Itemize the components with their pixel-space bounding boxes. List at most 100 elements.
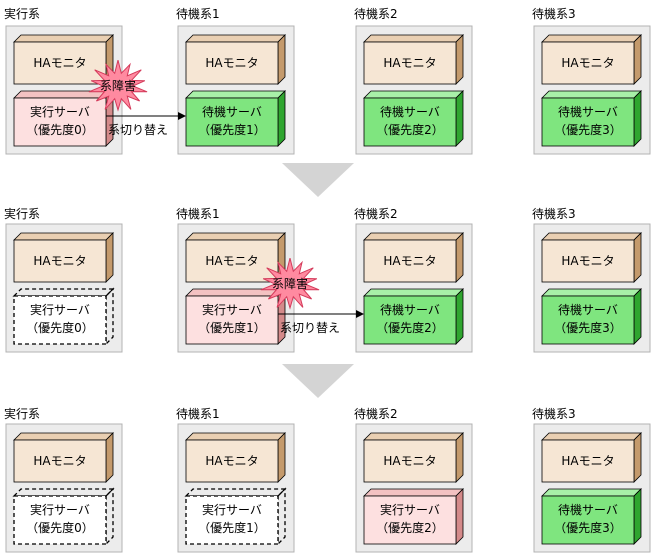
box-front	[541, 239, 635, 283]
ha-monitor-label: HAモニタ	[205, 254, 258, 268]
box-side	[277, 90, 286, 147]
standby-server-box	[185, 90, 286, 147]
box-side	[455, 34, 464, 85]
box-front	[185, 239, 279, 283]
ha-monitor-label: HAモニタ	[383, 254, 436, 268]
box-front	[185, 97, 279, 147]
box-side	[633, 488, 642, 545]
server-name: 待機サーバ	[558, 302, 618, 317]
server-priority: （優先度3）	[554, 520, 622, 535]
ha-monitor-label: HAモニタ	[33, 254, 86, 268]
box-front	[363, 97, 457, 147]
box-top	[185, 34, 286, 43]
box-side	[277, 487, 286, 546]
standby-server-box	[363, 90, 464, 147]
standby-server-box	[541, 90, 642, 147]
server-name: 実行サーバ	[380, 502, 440, 517]
ha-monitor-box	[541, 232, 642, 283]
box-side	[455, 232, 464, 283]
system-label: 待機系1	[176, 406, 220, 421]
system-label: 待機系3	[532, 6, 576, 21]
box-front	[13, 295, 107, 345]
ha-monitor-label: HAモニタ	[383, 56, 436, 70]
server-name: 実行サーバ	[30, 302, 90, 317]
box-front	[185, 41, 279, 85]
box-top	[541, 34, 642, 43]
box-side	[105, 432, 114, 483]
server-name: 実行サーバ	[202, 502, 262, 517]
server-priority: （優先度3）	[554, 122, 622, 137]
ha-monitor-label: HAモニタ	[561, 56, 614, 70]
failure-burst	[260, 257, 320, 310]
box-side	[277, 432, 286, 483]
system-label: 実行系	[4, 406, 40, 421]
box-side	[105, 287, 114, 346]
box-front	[363, 239, 457, 283]
server-name: 待機サーバ	[558, 104, 618, 119]
switchover-label: 系切り替え	[280, 321, 340, 335]
box-top	[541, 232, 642, 241]
ha-monitor-box	[13, 432, 114, 483]
box-front	[541, 439, 635, 483]
box-side	[105, 487, 114, 546]
system-label: 実行系	[4, 6, 40, 21]
failure-label: 系障害	[100, 78, 136, 93]
box-top	[363, 488, 464, 497]
system-label: 待機系2	[354, 206, 398, 221]
ha-monitor-box	[13, 232, 114, 283]
transition-arrow-1	[282, 163, 354, 197]
box-front	[541, 295, 635, 345]
server-name: 待機サーバ	[380, 302, 440, 317]
standby-server-box	[541, 288, 642, 345]
scenario-row-1: 実行系HAモニタ実行サーバ（優先度0）待機系1HAモニタ待機サーバ（優先度1）待…	[4, 6, 651, 155]
server-name: 待機サーバ	[202, 104, 262, 119]
server-name: 待機サーバ	[380, 104, 440, 119]
server-priority: （優先度0）	[26, 122, 94, 137]
box-top	[363, 90, 464, 99]
stopped-server-box	[12, 487, 115, 546]
box-side	[455, 432, 464, 483]
ha-monitor-label: HAモニタ	[561, 254, 614, 268]
failure-burst	[88, 59, 148, 112]
box-front	[185, 295, 279, 345]
box-front	[363, 295, 457, 345]
box-front	[541, 41, 635, 85]
box-side	[633, 432, 642, 483]
box-front	[363, 41, 457, 85]
system-label: 待機系2	[354, 6, 398, 21]
server-priority: （優先度0）	[26, 320, 94, 335]
box-front	[363, 439, 457, 483]
box-front	[185, 495, 279, 545]
ha-monitor-box	[541, 432, 642, 483]
active-server-box	[185, 288, 286, 345]
switchover-label: 系切り替え	[108, 123, 168, 137]
box-front	[363, 495, 457, 545]
server-name: 実行サーバ	[30, 104, 90, 119]
ha-monitor-box	[185, 232, 286, 283]
system-label: 実行系	[4, 206, 40, 221]
standby-server-box	[363, 288, 464, 345]
ha-monitor-box	[363, 232, 464, 283]
switchover-arrowhead	[356, 310, 364, 318]
scenario-row-3: 実行系HAモニタ実行サーバ（優先度0）待機系1HAモニタ実行サーバ（優先度1）待…	[4, 406, 651, 553]
active-server-box	[13, 90, 114, 147]
ha-monitor-box	[363, 432, 464, 483]
ha-monitor-label: HAモニタ	[561, 454, 614, 468]
box-side	[455, 288, 464, 345]
server-priority: （優先度3）	[554, 320, 622, 335]
switchover-arrowhead	[178, 112, 186, 120]
box-top	[13, 34, 114, 43]
box-top	[13, 432, 114, 441]
box-top	[185, 232, 286, 241]
server-priority: （優先度1）	[198, 122, 266, 137]
server-name: 待機サーバ	[558, 502, 618, 517]
box-top	[13, 232, 114, 241]
ha-monitor-box	[185, 432, 286, 483]
system-label: 待機系3	[532, 406, 576, 421]
